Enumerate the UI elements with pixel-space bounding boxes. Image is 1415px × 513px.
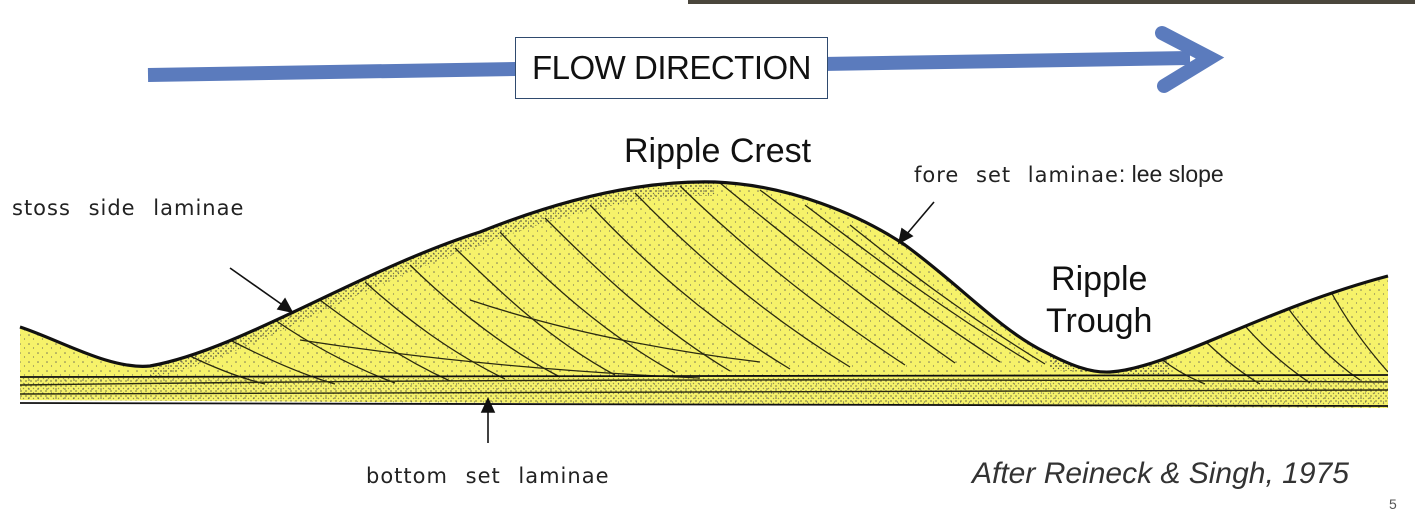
slide-number: 5 [1389,496,1397,512]
ripple-surface [19,180,1389,374]
photo-edge [688,0,1415,4]
lee-slope-term: : lee slope [1118,161,1224,187]
ripple-trough-label: Ripple Trough [1046,258,1152,342]
bottom-set-label: bottom set laminae [366,464,610,488]
fore-set-term: fore set laminae [914,163,1119,187]
flow-direction-label: FLOW DIRECTION [515,37,828,99]
stoss-side-label: stoss side laminae [12,196,245,220]
ripple-crest-label: Ripple Crest [624,132,812,170]
fore-set-label: fore set laminae: lee slope [914,161,1224,188]
ripple-trough-line2: Trough [1046,302,1153,340]
label-arrows [229,201,935,443]
source-credit: After Reineck & Singh, 1975 [972,457,1349,490]
ripple-trough-line1: Ripple [1051,260,1148,298]
